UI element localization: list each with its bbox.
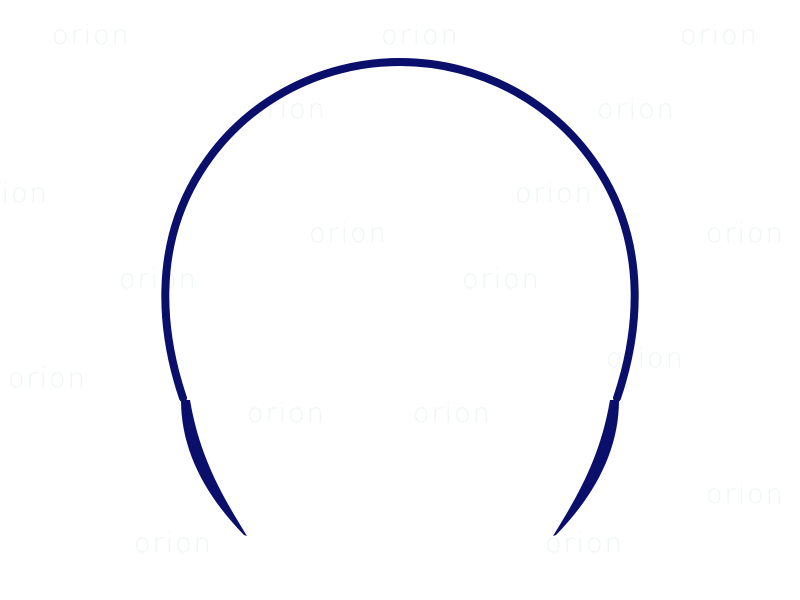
watermark-text: orion bbox=[134, 528, 213, 559]
watermark-text: orion bbox=[0, 178, 49, 209]
watermark-text: orion bbox=[706, 218, 785, 249]
watermark-text: orion bbox=[119, 264, 198, 295]
headband-left-tip bbox=[181, 400, 247, 536]
headband-right-tip bbox=[553, 400, 619, 536]
watermark-text: orion bbox=[706, 479, 785, 510]
watermark-text: orion bbox=[309, 218, 388, 249]
watermark-text: orion bbox=[606, 343, 685, 374]
watermark-text: orion bbox=[247, 398, 326, 429]
headband-arc bbox=[161, 57, 639, 402]
watermark-text: orion bbox=[462, 264, 541, 295]
watermark-text: orion bbox=[545, 528, 624, 559]
watermark-text: orion bbox=[381, 20, 460, 51]
watermark-text: orion bbox=[413, 398, 492, 429]
watermark-text: orion bbox=[597, 94, 676, 125]
watermark-text: orion bbox=[515, 178, 594, 209]
watermark-text: orion bbox=[680, 20, 759, 51]
watermark-text: orion bbox=[8, 363, 87, 394]
watermark-text: orion bbox=[52, 20, 131, 51]
